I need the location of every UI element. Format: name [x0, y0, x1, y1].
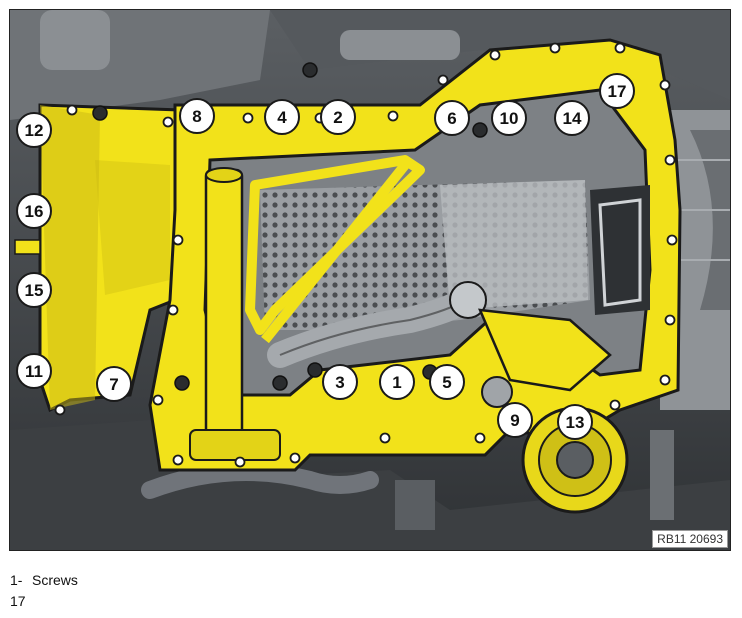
callout-circle	[322, 364, 358, 400]
callout-number: 14	[563, 109, 582, 128]
callout-4: 4	[264, 99, 300, 135]
right-pipe	[650, 430, 674, 520]
pickup-base	[189, 429, 281, 461]
callout-11: 11	[16, 353, 52, 389]
callout-circle	[429, 364, 465, 400]
callout-circle	[497, 402, 533, 438]
callout-number: 16	[25, 202, 44, 221]
callout-number: 6	[447, 109, 456, 128]
oil-pan-left-face	[95, 160, 170, 295]
callout-1: 1	[379, 364, 415, 400]
callout-circle	[179, 98, 215, 134]
callout-circle	[264, 99, 300, 135]
pipe-flange	[449, 281, 487, 319]
flywheel-shadow	[690, 130, 730, 310]
callout-number: 11	[25, 362, 43, 381]
callout-number: 8	[192, 107, 201, 126]
callout-2: 2	[320, 99, 356, 135]
callout-circle	[434, 100, 470, 136]
callout-14: 14	[554, 100, 590, 136]
callout-number: 1	[392, 373, 401, 392]
callout-circle	[16, 353, 52, 389]
callout-circle	[491, 100, 527, 136]
callout-circle	[557, 404, 593, 440]
callout-6: 6	[434, 100, 470, 136]
callout-5: 5	[429, 364, 465, 400]
callout-circle	[379, 364, 415, 400]
callout-15: 15	[16, 272, 52, 308]
callout-circle	[16, 193, 52, 229]
callout-circle	[554, 100, 590, 136]
callout-number: 13	[566, 413, 585, 432]
legend-line-count: 17	[10, 593, 26, 609]
callout-circle	[16, 272, 52, 308]
baffle-cover	[440, 180, 588, 310]
figure-reference: RB11 20693	[652, 530, 728, 548]
callout-3: 3	[322, 364, 358, 400]
callout-circle	[96, 366, 132, 402]
oil-pickup-tube	[204, 168, 244, 442]
screw-holes	[54, 42, 678, 468]
upper-pipe	[40, 10, 110, 70]
pan-strut-diagonal	[261, 161, 409, 344]
callout-number: 4	[277, 108, 287, 127]
legend-line-screws: 1- Screws	[10, 572, 78, 588]
callout-number: 5	[442, 373, 451, 392]
callout-13: 13	[557, 404, 593, 440]
callout-10: 10	[491, 100, 527, 136]
callout-circle	[320, 99, 356, 135]
callout-number: 7	[109, 375, 118, 394]
callout-8: 8	[179, 98, 215, 134]
mount-bracket	[395, 480, 435, 530]
pan-strut	[245, 155, 425, 335]
screw-heads	[92, 62, 488, 391]
callout-17: 17	[599, 73, 635, 109]
callout-circle	[16, 112, 52, 148]
callout-number: 10	[500, 109, 519, 128]
callout-number: 12	[25, 121, 44, 140]
callout-number: 17	[608, 82, 627, 101]
callout-number: 3	[335, 373, 344, 392]
legend-text: Screws	[32, 572, 78, 588]
legend-number: 1-	[10, 572, 23, 588]
callout-9: 9	[497, 402, 533, 438]
pan-flange-right	[478, 308, 612, 392]
callout-7: 7	[96, 366, 132, 402]
left-tab	[14, 239, 41, 255]
callout-number: 15	[25, 281, 44, 300]
upper-bracket	[340, 30, 460, 60]
callout-16: 16	[16, 193, 52, 229]
callout-number: 9	[510, 411, 519, 430]
drain-plug	[481, 376, 513, 408]
callout-12: 12	[16, 112, 52, 148]
oil-pan-left-shade	[40, 105, 100, 410]
lower-pipe	[141, 463, 379, 499]
callout-number: 2	[333, 108, 342, 127]
callout-circle	[599, 73, 635, 109]
